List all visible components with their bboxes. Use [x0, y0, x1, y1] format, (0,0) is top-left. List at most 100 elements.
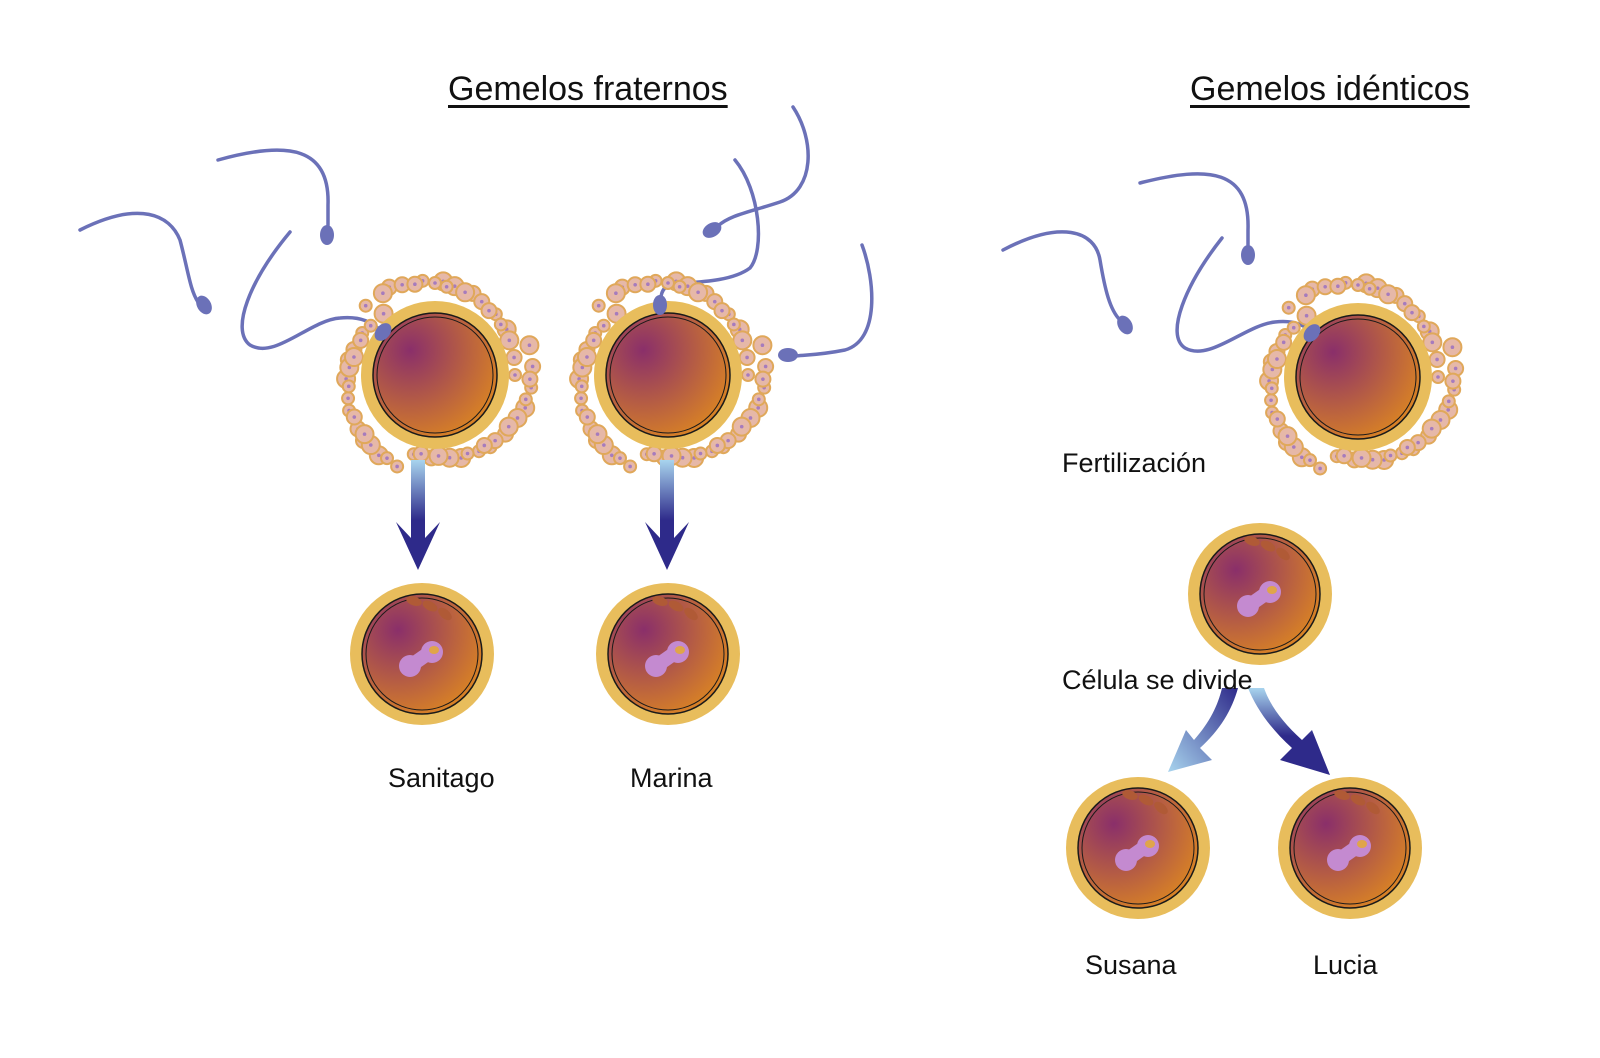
sperm-tail [716, 105, 810, 228]
egg-cytoplasm [605, 312, 731, 438]
zygote-membrane [611, 597, 725, 711]
zygote-membrane [1293, 791, 1407, 905]
pronucleus-highlight [1267, 586, 1277, 594]
follicle-cell-nucleus [527, 343, 532, 348]
sperm-head [778, 348, 798, 362]
pronucleus-bridge [1121, 841, 1148, 866]
follicle-cell-nucleus [368, 323, 373, 328]
follicle-cell-nucleus [1446, 408, 1451, 412]
follicle-cell-nucleus [1367, 286, 1372, 291]
follicle-cell-nucleus [748, 416, 753, 420]
follicle-cell-nucleus [1422, 324, 1426, 329]
egg-membrane [376, 316, 494, 434]
follicle-cell-nucleus [609, 453, 614, 458]
polar-body [1260, 540, 1276, 552]
follicle-cell-nucleus [1269, 386, 1274, 391]
follicle-cell-nucleus [346, 396, 350, 401]
follicle-cell-nucleus [745, 355, 749, 360]
follicle-cell-nucleus [1299, 455, 1304, 460]
follicle-cell-nucleus [698, 451, 703, 456]
follicle-cell-nucleus [685, 284, 690, 288]
sperm-fraternal-1 [78, 211, 212, 315]
egg-cytoplasm [1295, 314, 1421, 440]
follicle-cell-nucleus [1370, 457, 1375, 462]
follicle-cell-nucleus [465, 451, 470, 456]
sperm-tail [793, 243, 874, 358]
pronucleus-highlight [429, 646, 439, 654]
follicle-cell-nucleus [493, 438, 497, 443]
egg-membrane [1299, 318, 1417, 436]
follicle-cell-nucleus [352, 355, 356, 359]
pronuclei [399, 641, 443, 677]
sperm-tail [78, 211, 200, 304]
polar-body [652, 596, 668, 606]
follicle-cell-nucleus [487, 308, 491, 313]
arrow-down-marina [645, 460, 689, 570]
follicle-cell-nucleus [1291, 325, 1296, 330]
follicle-cell-nucleus [1304, 293, 1308, 297]
sperm-tail [1001, 230, 1122, 322]
follicle-cell-nucleus [1410, 310, 1414, 315]
label-santiago: Sanitago [388, 763, 495, 793]
follicle-cell-nucleus [580, 365, 585, 370]
egg-membrane [609, 316, 727, 434]
follicle-cell-nucleus [585, 415, 590, 419]
polar-bodies [406, 596, 452, 621]
follicle-cell-nucleus [1438, 418, 1443, 422]
follicle-cell-nucleus [591, 338, 596, 343]
sperm-fraternal-2 [216, 148, 334, 245]
follicle-cell-nucleus [1285, 434, 1290, 438]
follicle-cell-nucleus [499, 322, 503, 327]
label-fertilization: Fertilización [1062, 448, 1207, 478]
egg-fraternal-2 [569, 271, 775, 474]
label-cell-divides: Célula se divide [1062, 665, 1253, 695]
follicle-cell-nucleus [652, 451, 656, 456]
arrow-split-right [1248, 688, 1330, 775]
zygote-membrane [1081, 791, 1195, 905]
follicle-cell-nucleus [413, 282, 417, 287]
label-marina: Marina [630, 763, 713, 793]
follicle-cell-nucleus [381, 311, 386, 316]
follicle-cell-nucleus [528, 377, 532, 381]
follicle-cell-nucleus [482, 443, 487, 448]
polar-bodies [1334, 790, 1380, 815]
polar-body [684, 607, 698, 621]
title-identical-twins: Gemelos idénticos [1190, 70, 1470, 108]
follicle-cell-nucleus [618, 456, 622, 460]
follicle-cell-nucleus [1430, 340, 1435, 345]
follicle-cell-nucleus [1308, 458, 1312, 462]
polar-body [406, 596, 422, 606]
follicle-cell-nucleus [720, 308, 724, 313]
polar-bodies [652, 596, 698, 621]
follicle-cell-nucleus [696, 290, 700, 295]
follicle-cell-nucleus [1275, 357, 1279, 361]
follicle-cell-nucleus [433, 281, 437, 285]
zygote-santiago [350, 583, 494, 725]
follicle-cell-nucleus [452, 284, 457, 288]
follicle-cell-nucleus [362, 432, 367, 436]
polar-bodies [1244, 536, 1290, 561]
follicle-cell-nucleus [601, 323, 606, 328]
pronuclei [1115, 835, 1159, 871]
polar-body [1350, 794, 1366, 806]
follicle-cell-nucleus [756, 406, 761, 410]
follicle-cell-nucleus [400, 282, 404, 287]
sperm-tail [216, 148, 330, 227]
follicle-cell-nucleus [447, 455, 452, 460]
follicle-cell-nucleus [761, 377, 765, 381]
zygote-dividing [1188, 523, 1332, 665]
follicle-cells [1259, 273, 1465, 476]
follicle-cell-nucleus [585, 355, 589, 359]
follicle-cell-nucleus [1356, 283, 1360, 287]
follicle-cell-nucleus [381, 291, 385, 295]
pronucleus-highlight [1357, 840, 1367, 848]
follicle-cell-nucleus [363, 303, 368, 308]
follicle-cell-nucleus [1446, 399, 1451, 404]
follicle-cell-nucleus [1359, 456, 1364, 460]
follicle-cell-nucleus [763, 364, 768, 369]
follicle-cell-nucleus [1292, 445, 1296, 449]
polar-body [1276, 547, 1290, 561]
follicle-cell-nucleus [1436, 375, 1440, 379]
polar-body [422, 600, 438, 612]
